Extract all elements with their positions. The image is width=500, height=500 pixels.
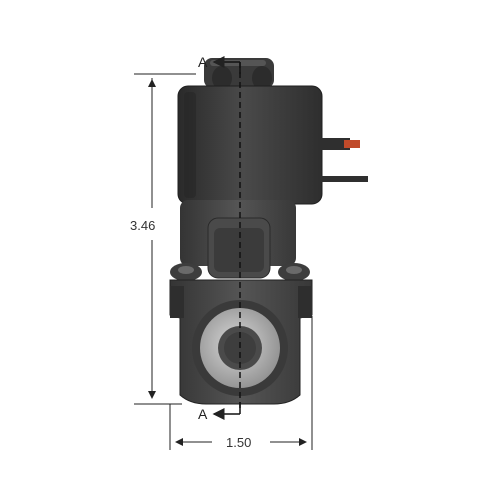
section-label-bottom: A — [198, 406, 208, 422]
height-dimension: 3.46 — [130, 73, 196, 405]
width-dimension-value: 1.50 — [226, 435, 251, 450]
section-marker-top: A — [198, 54, 241, 74]
spade-terminals-icon — [320, 138, 368, 182]
valve-bonnet — [180, 200, 296, 279]
width-dimension: 1.50 — [169, 316, 313, 450]
height-dimension-value: 3.46 — [130, 218, 155, 233]
section-marker-bottom: A — [198, 402, 241, 422]
coil-top-cap — [204, 58, 274, 90]
section-label-top: A — [198, 54, 208, 70]
mounting-bosses — [170, 263, 310, 281]
solenoid-coil — [177, 85, 323, 205]
